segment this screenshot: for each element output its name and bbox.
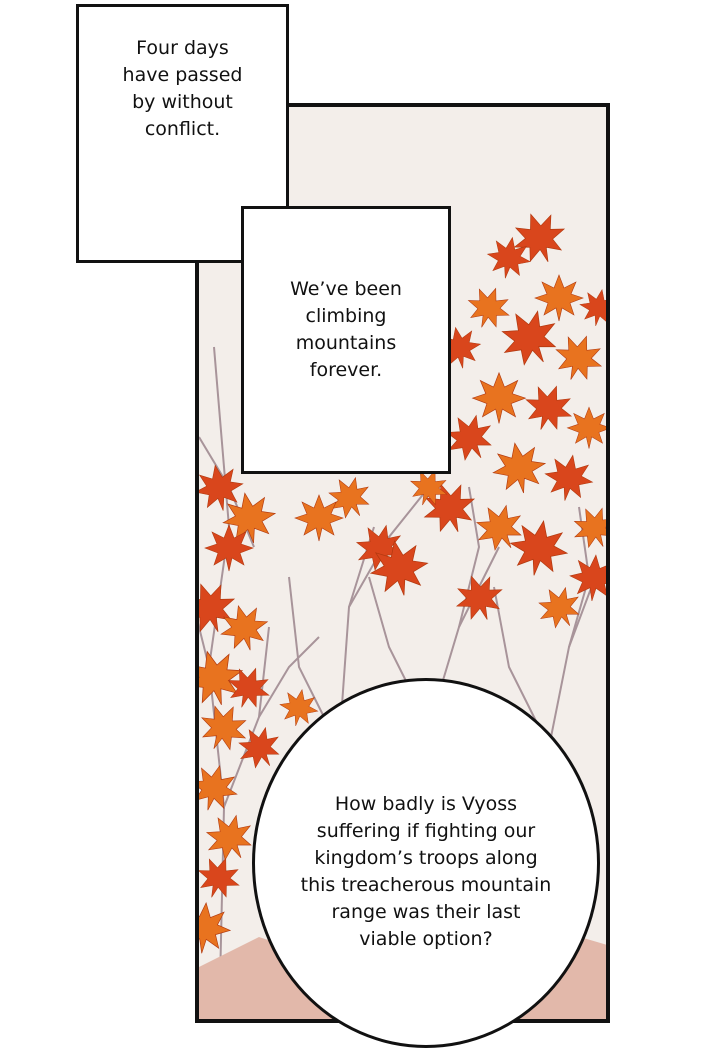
branch [348,486,430,608]
maple-leaf-icon [540,450,597,506]
maple-leaf-icon [576,285,606,330]
bubble-line: this treacherous mountain [300,874,552,896]
caption-line: forever. [309,359,383,381]
caption-line: climbing [305,305,387,327]
maple-leaf-icon [294,494,344,542]
maple-leaf-icon [566,406,606,450]
branch [258,636,320,718]
maple-leaf-icon [488,438,551,499]
caption-line: have passed [122,63,243,86]
bubble-line: range was their last [331,901,521,923]
caption-line: by without [132,90,233,113]
maple-leaf-icon [565,499,606,557]
maple-leaf-icon [534,274,584,322]
maple-leaf-icon [199,900,233,957]
caption-line: conflict. [144,117,221,140]
caption-line: Four days [136,36,229,59]
maple-leaf-icon [505,515,573,581]
caption-line: mountains [295,332,397,354]
maple-leaf-icon [199,759,244,817]
maple-leaf-icon [472,372,526,424]
bubble-line: viable option? [359,928,493,950]
narration-caption-middle: We’ve been climbing mountains forever. [241,206,451,474]
bubble-line: suffering if fighting our [316,820,536,842]
maple-leaf-icon [204,524,254,572]
maple-leaf-icon [460,280,517,336]
caption-line: We’ve been [290,278,402,300]
thought-bubble: How badly is Vyoss suffering if fighting… [252,678,600,1048]
maple-leaf-icon [547,327,606,389]
bubble-line: kingdom’s troops along [314,847,538,869]
bubble-line: How badly is Vyoss [334,793,518,815]
maple-leaf-icon [199,460,248,516]
branch [199,622,210,668]
